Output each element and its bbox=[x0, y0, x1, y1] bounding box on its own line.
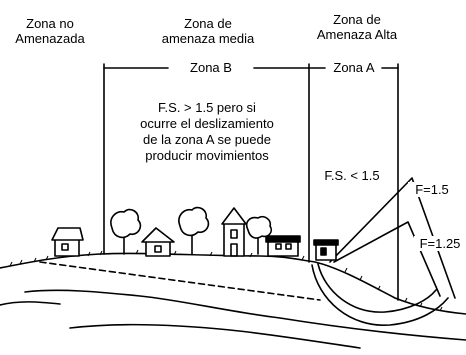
zone-no-threat-title: Zona no Amenazada bbox=[6, 16, 94, 46]
tree-1 bbox=[110, 208, 142, 255]
subsurface-line-left bbox=[0, 301, 61, 306]
slip-surface-outer bbox=[311, 264, 449, 326]
zone-high-line2: Amenaza Alta bbox=[316, 27, 398, 42]
factor-label-f15: F=1.5 bbox=[408, 182, 456, 197]
house-zone-a bbox=[313, 239, 339, 261]
zone-b-note-line3: de la zona A se puede bbox=[143, 132, 271, 147]
zone-high-title: Zona de Amenaza Alta bbox=[302, 12, 412, 42]
subsurface-line bbox=[24, 289, 466, 341]
radius-f125 bbox=[333, 221, 441, 297]
zone-no-threat-line1: Zona no bbox=[26, 16, 74, 31]
tree-2 bbox=[178, 206, 210, 255]
house-zone-b-2 bbox=[265, 235, 301, 257]
zone-b-note-line1: F.S. > 1.5 pero si bbox=[158, 100, 256, 115]
zone-b-note-line4: producir movimientos bbox=[145, 148, 269, 163]
radius-f15 bbox=[329, 177, 456, 299]
zone-a-note: F.S. < 1.5 bbox=[324, 168, 380, 183]
tree-3 bbox=[245, 215, 273, 255]
grass-ticks bbox=[9, 249, 443, 312]
zone-medium-title: Zona de amenaza media bbox=[138, 16, 278, 46]
house-left bbox=[51, 227, 84, 257]
zone-b-label: Zona B bbox=[190, 60, 232, 75]
zone-b-note: F.S. > 1.5 pero si ocurre el deslizamien… bbox=[112, 100, 302, 164]
slip-surface-inner bbox=[317, 263, 437, 313]
subsurface-line-bottom bbox=[69, 323, 361, 349]
zone-no-threat-line2: Amenazada bbox=[15, 31, 85, 46]
ground-surface bbox=[0, 252, 466, 315]
church-zone-b bbox=[221, 207, 247, 257]
house-zone-b-1 bbox=[141, 227, 175, 257]
zone-medium-line2: amenaza media bbox=[161, 31, 255, 46]
factor-label-f125: F=1.25 bbox=[414, 236, 466, 251]
zone-medium-line1: Zona de bbox=[184, 16, 232, 31]
zone-high-line1: Zona de bbox=[333, 12, 381, 27]
dashed-failure-line bbox=[39, 261, 321, 301]
zone-b-note-line2: ocurre el deslizamiento bbox=[140, 116, 274, 131]
zone-a-label: Zona A bbox=[333, 60, 375, 75]
